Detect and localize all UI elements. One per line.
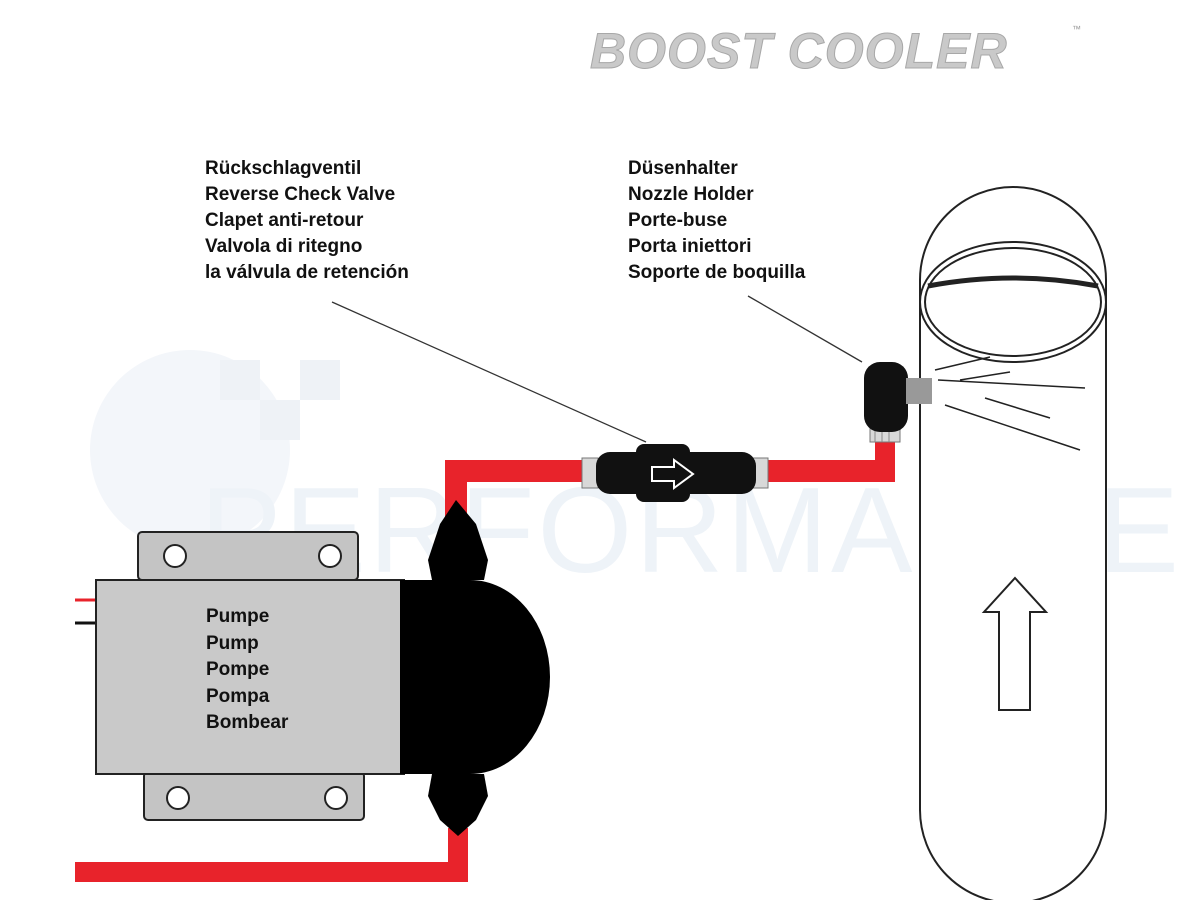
check-valve-label-fr: Clapet anti-retour — [205, 210, 364, 231]
pump-label-de: Pumpe — [206, 606, 270, 627]
pump-label-fr: Pompe — [206, 659, 270, 680]
pump-label-it: Pompa — [206, 685, 270, 707]
check-valve-label-en: Reverse Check Valve — [205, 184, 396, 205]
trademark-symbol: ™ — [1072, 24, 1081, 34]
intake-pipe — [919, 186, 1107, 900]
arrow-up-icon — [981, 576, 1049, 711]
check-valve-label-de: Rückschlagventil — [205, 158, 362, 179]
check-valve-label-es: la válvula de retención — [205, 262, 409, 283]
nozzle-holder-label-it: Porta iniettori — [628, 236, 752, 257]
pump-labels: Pumpe Pump Pompe Pompa Bombear — [206, 604, 288, 737]
brand-name: BOOST COOLER — [590, 23, 1008, 78]
nozzle-holder-label-de: Düsenhalter — [628, 158, 738, 179]
nozzle-holder — [864, 362, 932, 443]
nozzle-holder-label-es: Soporte de boquilla — [628, 262, 806, 283]
nozzle-holder-label-fr: Porte-buse — [628, 210, 728, 231]
hose — [75, 438, 895, 882]
brand-logo: BOOST COOLER ™ — [590, 23, 1082, 79]
check-valve-label-it: Valvola di ritegno — [205, 236, 363, 257]
nozzle-holder-labels: Düsenhalter Nozzle Holder Porte-buse Por… — [628, 156, 805, 286]
nozzle-leader-line — [747, 295, 863, 363]
nozzle-holder-label-en: Nozzle Holder — [628, 184, 754, 205]
valve-leader-line — [331, 301, 647, 443]
pump-label-en: Pump — [206, 632, 259, 654]
arrow-right-icon — [651, 458, 695, 490]
pump — [75, 500, 550, 836]
pump-label-es: Bombear — [206, 712, 289, 733]
check-valve-labels: Rückschlagventil Reverse Check Valve Cla… — [205, 156, 409, 286]
